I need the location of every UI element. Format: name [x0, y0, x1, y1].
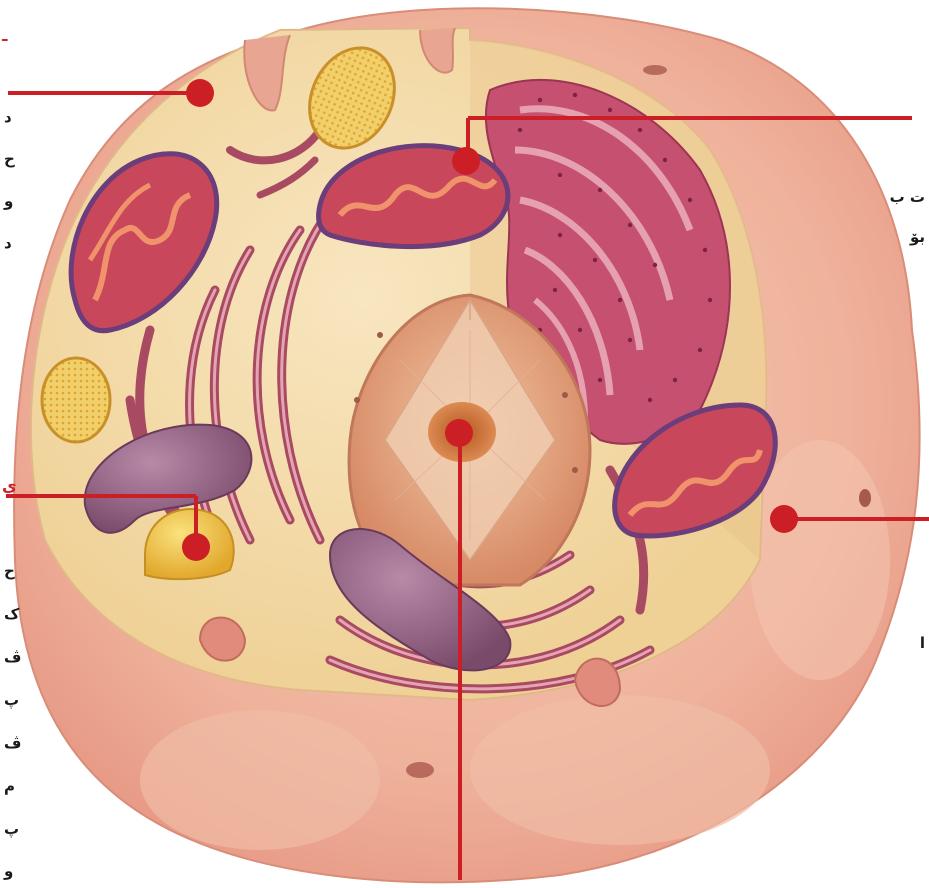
- membrane-fold: [750, 440, 890, 680]
- mid-left-label-heading: ي: [2, 476, 17, 495]
- top-left-label-line-4: د: [4, 234, 12, 252]
- right-upper-label-line-2: بۆ: [910, 228, 925, 246]
- surface-pit: [406, 762, 434, 778]
- membrane-label-dot: [186, 79, 214, 107]
- outer-membrane-label-dot: [770, 505, 798, 533]
- right-lower-label-line-1: ا: [920, 634, 925, 652]
- top-left-label-line-2: ح: [4, 150, 15, 168]
- lysosome-label-dot: [182, 533, 210, 561]
- secretory-granule-left: [42, 358, 110, 442]
- membrane-fold: [140, 710, 380, 850]
- mitochondrion-label-dot: [452, 147, 480, 175]
- right-upper-label-line-1: ت ب: [890, 188, 925, 206]
- mid-left-label-line-2: ک: [4, 605, 19, 623]
- mid-left-label-line-1: ح: [4, 562, 15, 580]
- mid-left-label-line-3: ڤ: [4, 648, 21, 666]
- top-left-label-line-3: و: [4, 192, 13, 210]
- mid-left-label-line-8: و: [4, 862, 13, 880]
- top-left-label-heading: ـ: [2, 26, 7, 45]
- top-left-label-line-1: د: [4, 108, 12, 126]
- mid-left-label-line-5: ڤ: [4, 734, 21, 752]
- mid-left-label-line-7: پ: [4, 820, 19, 838]
- nucleolus-label-dot: [445, 419, 473, 447]
- surface-pit: [859, 489, 871, 507]
- mid-left-label-line-4: پ: [4, 691, 19, 709]
- membrane-fold: [470, 695, 770, 845]
- surface-pit: [643, 65, 667, 75]
- mid-left-label-line-6: م: [4, 777, 15, 795]
